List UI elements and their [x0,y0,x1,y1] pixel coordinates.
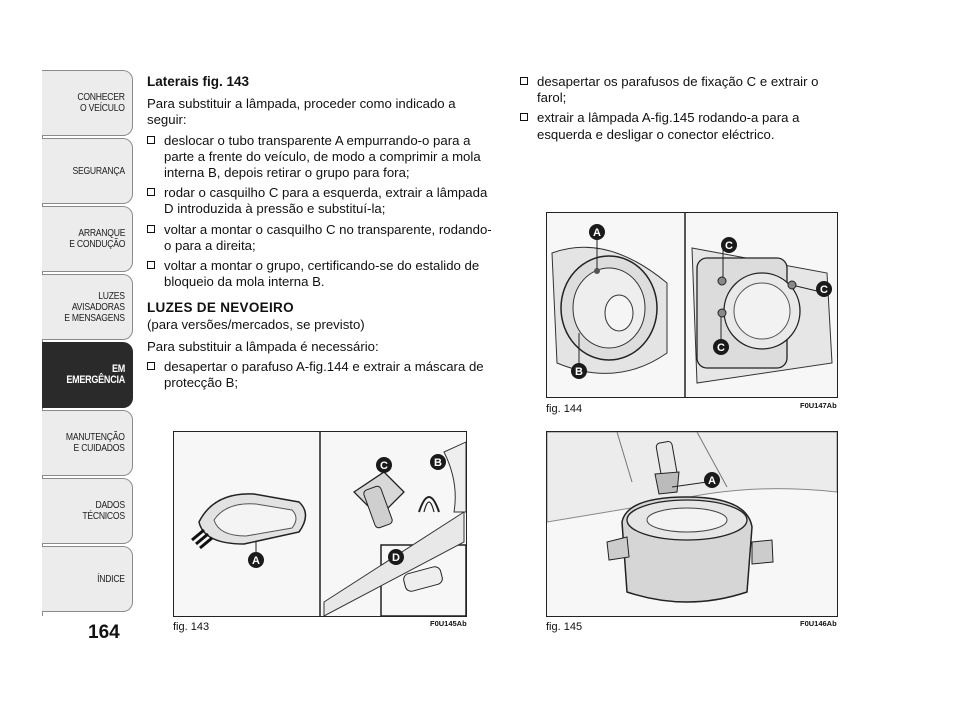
tab-conhecer-o-veiculo[interactable]: CONHECER O VEÍCULO [42,70,133,136]
label-b: B [434,457,442,469]
tab-seguranca[interactable]: SEGURANÇA [42,138,133,204]
intro-paragraph: Para substituir a lâmpada, proceder como… [147,96,456,128]
fog-lights-subtitle: (para versões/mercados, se previsto) [147,316,365,332]
label-b: B [575,366,583,378]
page-number: 164 [88,622,120,643]
tab-label: MANUTENÇÃO E CUIDADOS [66,431,125,454]
tab-manutencao-e-cuidados[interactable]: MANUTENÇÃO E CUIDADOS [42,410,133,476]
step-item: deslocar o tubo transparente A empurrand… [147,133,492,182]
tab-label: DADOS TÉCNICOS [82,499,125,522]
tab-em-emergencia[interactable]: EM EMERGÊNCIA [42,342,133,408]
tab-indice[interactable]: ÍNDICE [42,546,133,612]
figure-145: A [546,431,838,617]
step-item: desapertar os parafusos de fixação C e e… [520,74,840,106]
fog-light-mask-illustration: A B C C C [551,213,833,397]
figure-143-caption: fig. 143 [173,621,210,633]
figure-144-code: F0U147Ab [800,401,837,410]
section-heading: Laterais fig. 143 [147,74,250,89]
tab-label: ÍNDICE [97,572,125,585]
figure-143: A B C D [173,431,467,617]
side-indicator-illustration: A B C D [191,432,466,616]
figure-144: A B C C C [546,212,838,398]
checkbox-bullet-icon [147,224,155,233]
tab-label: LUZES AVISADORAS E MENSAGENS [64,289,126,324]
checkbox-bullet-icon [520,77,528,85]
step-item: voltar a montar o grupo, certificando-se… [147,258,492,290]
step-item: rodar o casquilho C para a esquerda, ext… [147,185,492,217]
fog-lights-title: LUZES DE NEVOEIRO [147,300,294,316]
label-c: C [717,342,725,354]
tab-label: ARRANQUE E CONDUÇÃO [69,227,125,250]
right-text-column: desapertar os parafusos de fixação C e e… [520,74,840,147]
figure-143-code: F0U145Ab [430,619,467,628]
label-a: A [593,227,601,239]
tab-label: EM EMERGÊNCIA [66,363,125,386]
tab-label: SEGURANÇA [72,164,126,177]
fog-lights-intro: Para substituir a lâmpada é necessário: [147,338,379,354]
chapter-sidebar: CONHECER O VEÍCULO SEGURANÇA ARRANQUE E … [42,70,133,614]
checkbox-bullet-icon [147,261,155,270]
tab-luzes-avisadoras[interactable]: LUZES AVISADORAS E MENSAGENS [42,274,133,340]
label-a: A [708,475,716,487]
checkbox-bullet-icon [520,113,528,122]
step-item: extrair a lâmpada A-fig.145 rodando-a pa… [520,110,840,142]
checkbox-bullet-icon [147,135,155,144]
label-c: C [725,240,733,252]
figure-145-caption: fig. 145 [546,621,583,633]
tab-arranque-e-conducao[interactable]: ARRANQUE E CONDUÇÃO [42,206,133,272]
step-item: voltar a montar o casquilho C no transpa… [147,222,492,254]
step-item: desapertar o parafuso A-fig.144 e extrai… [147,359,492,391]
label-d: D [392,552,400,564]
label-c: C [380,460,388,472]
figure-144-caption: fig. 144 [546,403,583,415]
checkbox-bullet-icon [147,362,155,371]
label-c: C [820,284,828,296]
left-text-column: Laterais fig. 143 Para substituir a lâmp… [147,74,492,395]
figure-145-code: F0U146Ab [800,619,837,628]
fog-lamp-bulb-illustration: A [547,432,837,603]
tab-label: CONHECER O VEÍCULO [77,91,126,114]
label-a: A [252,555,260,567]
tab-dados-tecnicos[interactable]: DADOS TÉCNICOS [42,478,133,544]
checkbox-bullet-icon [147,188,155,197]
